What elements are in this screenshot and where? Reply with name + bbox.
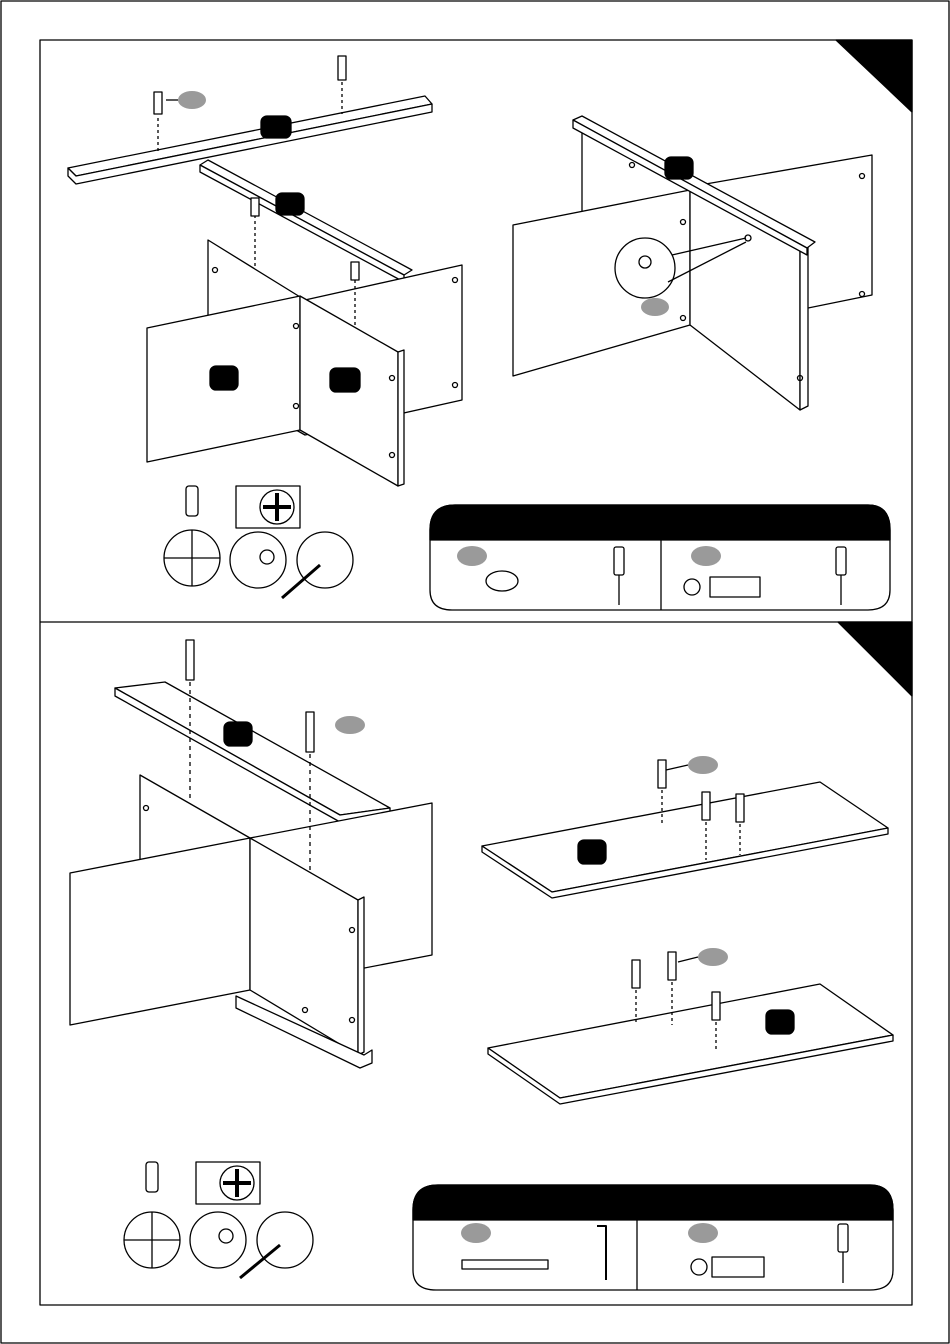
cam-bolt-icon bbox=[736, 794, 744, 822]
part-label-badge bbox=[330, 368, 360, 392]
callout-bubble bbox=[698, 948, 728, 966]
cam-bolt-icon bbox=[702, 792, 710, 820]
wood-screw-icon bbox=[306, 712, 314, 752]
step2-exploded-view bbox=[70, 640, 432, 1068]
cam-bolt-icon bbox=[712, 1257, 764, 1277]
callout-bubble bbox=[688, 756, 718, 774]
top-rail-a bbox=[68, 96, 432, 176]
cam-bolt-icon bbox=[632, 960, 640, 988]
step2-tool-detail bbox=[124, 1162, 313, 1278]
cam-bolt-icon bbox=[712, 992, 720, 1020]
step2-hardware-legend bbox=[413, 1185, 893, 1290]
cam-bolt-icon bbox=[154, 92, 162, 114]
callout-bubble bbox=[641, 298, 669, 316]
panel-edge bbox=[398, 350, 404, 486]
step1-assembled-view bbox=[513, 116, 872, 410]
cam-lock-icon bbox=[486, 571, 518, 591]
wood-screw-icon bbox=[186, 640, 194, 680]
shelf-board bbox=[488, 984, 893, 1098]
step2-board-lower bbox=[488, 948, 893, 1104]
cam-bolt-icon bbox=[251, 198, 259, 216]
screwdriver-icon bbox=[614, 547, 624, 575]
part-label-badge bbox=[224, 722, 252, 746]
top-rail-a-edge bbox=[68, 104, 432, 184]
cam-bolt-icon bbox=[351, 262, 359, 280]
part-label-badge bbox=[578, 840, 606, 864]
screwdriver-icon bbox=[836, 547, 846, 575]
callout-bubble bbox=[691, 546, 721, 566]
callout-bubble bbox=[457, 546, 487, 566]
part-label-badge bbox=[261, 116, 291, 138]
front-left-panel bbox=[70, 838, 250, 1025]
part-label-badge bbox=[665, 157, 693, 179]
step1-exploded-view bbox=[68, 56, 462, 486]
wood-screw-icon bbox=[462, 1260, 548, 1269]
step1-hardware-legend bbox=[430, 505, 890, 610]
shelf-board bbox=[482, 782, 888, 892]
part-label-badge bbox=[276, 193, 304, 215]
callout-bubble bbox=[178, 91, 206, 109]
cam-bolt-icon bbox=[658, 760, 666, 788]
cam-bolt-icon bbox=[710, 577, 760, 597]
step-1-corner-tab bbox=[836, 40, 912, 112]
cam-bolt-icon bbox=[668, 952, 676, 980]
screwdriver-icon bbox=[838, 1224, 848, 1252]
step1-tool-detail bbox=[164, 486, 353, 598]
screwdriver-icon bbox=[146, 1162, 158, 1192]
step2-board-upper bbox=[482, 756, 888, 898]
screwdriver-icon bbox=[186, 486, 198, 516]
cam-bolt-icon bbox=[338, 56, 346, 80]
part-label-badge bbox=[766, 1010, 794, 1034]
part-label-badge bbox=[210, 366, 238, 390]
callout-bubble bbox=[335, 716, 365, 734]
callout-bubble bbox=[688, 1223, 718, 1243]
step-2-corner-tab bbox=[838, 622, 912, 696]
callout-bubble bbox=[461, 1223, 491, 1243]
